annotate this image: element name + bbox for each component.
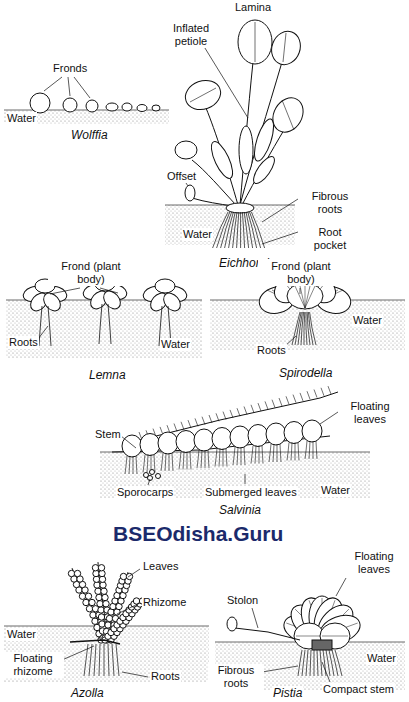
- part-label: Frond (plant body): [48, 260, 134, 286]
- part-label: Roots: [8, 336, 39, 349]
- part-label: Offset: [166, 170, 197, 183]
- part-label: Fibrous roots: [208, 664, 264, 690]
- part-label: Fibrous roots: [300, 190, 360, 216]
- part-label: Water: [182, 228, 213, 241]
- part-label: Floating leaves: [338, 400, 402, 426]
- part-label: Roots: [150, 670, 181, 683]
- species-name: Lemna: [88, 368, 127, 382]
- part-label: Water: [6, 112, 37, 125]
- species-name: Azolla: [70, 686, 105, 700]
- salvinia-plant: [112, 386, 338, 480]
- part-label: Water: [6, 628, 37, 641]
- part-label: Water: [352, 314, 383, 327]
- part-label: Floating leaves: [343, 550, 405, 576]
- species-name: Salvinia: [218, 503, 262, 517]
- eichhornia-plant: [175, 20, 309, 248]
- part-label: Leaves: [142, 560, 179, 573]
- part-label: Submerged leaves: [204, 486, 298, 499]
- watermark: BSEOdisha.Guru: [112, 522, 284, 546]
- part-label: Stem: [94, 428, 122, 441]
- part-label: Roots: [256, 344, 287, 357]
- lemna-plant: [21, 277, 189, 346]
- part-label: Water: [320, 484, 351, 497]
- part-label: Root pocket: [300, 226, 360, 252]
- azolla-plant: [68, 562, 145, 676]
- species-name: Spirodella: [278, 366, 333, 380]
- part-label: Lamina: [234, 1, 272, 14]
- part-label: Frond (plant body): [258, 260, 344, 286]
- species-name: Pistia: [272, 686, 303, 700]
- part-label: Rhizome: [142, 596, 187, 609]
- leader-line: [38, 40, 346, 682]
- water-line: [4, 110, 405, 642]
- water-surface: [4, 110, 405, 690]
- part-label: Sporocarps: [116, 486, 174, 499]
- species-name: Wolffia: [70, 128, 109, 142]
- part-label: Floating rhizome: [2, 652, 64, 678]
- part-label: Water: [366, 652, 397, 665]
- part-label: Inflated petiole: [164, 22, 218, 48]
- wolffia-fronds: [30, 93, 160, 113]
- part-label: Stolon: [226, 594, 259, 607]
- part-label: Fronds: [52, 62, 88, 75]
- part-label: Water: [160, 338, 191, 351]
- part-label: Compact stem: [322, 683, 395, 696]
